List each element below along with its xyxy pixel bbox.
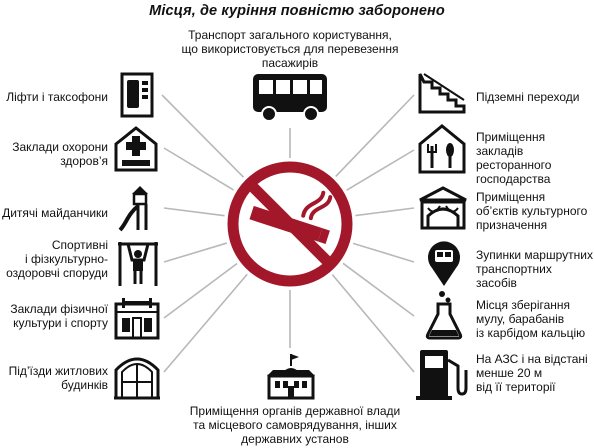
theater-icon — [419, 186, 467, 230]
ray-line — [342, 262, 415, 317]
place-label-bottom: Приміщення органів державної влади та мі… — [189, 404, 401, 446]
place-label-left-3: Дитячі майданчики — [2, 206, 108, 220]
ray-line — [163, 273, 248, 373]
place-label-right-4: Зупинки маршрутних транспортних засобів — [476, 248, 593, 290]
place-label-right-6: На АЗС і на відстані менше 20 м від її т… — [476, 352, 588, 394]
athlete-bar-icon — [118, 242, 158, 286]
ray-line — [352, 242, 415, 263]
gym-building-icon — [114, 298, 160, 340]
place-label-right-1: Підземні переходи — [476, 90, 580, 104]
ray-line — [331, 274, 415, 373]
bus-icon — [253, 74, 327, 122]
place-label-top: Транспорт загального користування, що ви… — [181, 28, 399, 70]
ray-line — [346, 149, 415, 191]
bus-stop-pin-icon — [428, 241, 460, 286]
fuel-pump-icon — [416, 350, 468, 400]
place-label-left-6: Під’їзди житлових будинків — [8, 364, 108, 392]
stairs-icon — [418, 73, 466, 114]
ray-line — [355, 207, 415, 217]
restaurant-icon — [418, 124, 466, 174]
ray-line — [161, 94, 245, 178]
entrance-door-icon — [114, 357, 160, 400]
place-label-left-1: Ліфти і таксофони — [6, 90, 108, 104]
payphone-icon — [120, 72, 154, 118]
hospital-icon — [114, 126, 158, 172]
ray-line — [335, 94, 415, 177]
no-smoking-sign — [227, 161, 353, 287]
place-label-left-2: Заклади охорони здоров’я — [12, 140, 108, 168]
chemical-flask-icon — [425, 291, 463, 340]
government-building-icon — [267, 354, 315, 400]
place-label-left-4: Спортивні і фізкультурно- оздоровчі спор… — [6, 238, 108, 280]
place-label-left-5: Заклади фізичної культури і спорту — [10, 302, 108, 330]
playground-slide-icon — [118, 186, 148, 232]
ray-line — [163, 242, 228, 263]
place-label-right-2: Приміщення закладів ресторанного господа… — [476, 130, 552, 186]
ray-line — [163, 262, 238, 319]
place-label-right-3: Приміщення об’єктів культурного призначе… — [476, 190, 588, 232]
place-label-right-5: Місця зберігання мулу, барабанів із карб… — [476, 298, 586, 340]
page-title: Місця, де куріння повністю заборонено — [149, 3, 445, 19]
ray-line — [163, 207, 225, 217]
ray-line — [163, 147, 234, 191]
